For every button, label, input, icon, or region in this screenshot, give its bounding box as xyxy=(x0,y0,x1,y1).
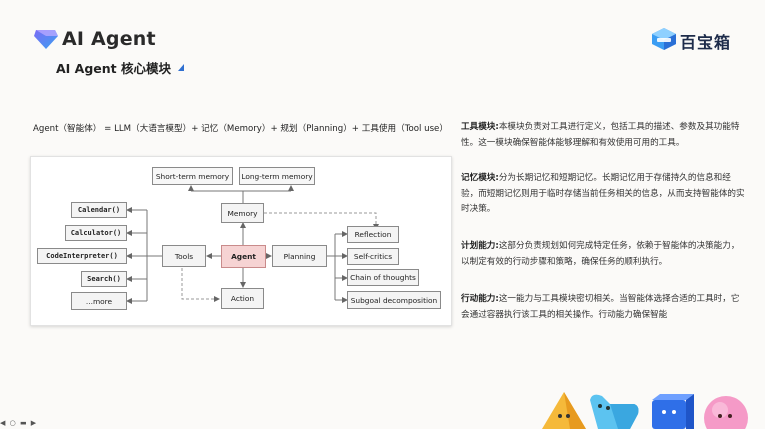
playback-controls[interactable]: ◀ ○ ▬ ▶ xyxy=(0,419,38,427)
section-heading: 记忆模块: xyxy=(461,173,499,183)
agent-architecture-diagram: Short-term memory Long-term memory Memor… xyxy=(30,156,452,326)
section-text: 这一能力与工具模块密切相关。当智能体选择合适的工具时，它会通过容器执行该工具的相… xyxy=(461,294,740,320)
section-text: 分为长期记忆和短期记忆。长期记忆用于存储持久的信息和经验，而短期记忆则用于临时存… xyxy=(461,173,745,214)
section-heading: 工具模块: xyxy=(461,122,499,132)
section-planning: 计划能力:这部分负责规划如何完成特定任务，依赖于智能体的决策能力，以制定有效的行… xyxy=(461,239,745,270)
section-text: 这部分负责规划如何完成特定任务，依赖于智能体的决策能力，以制定有效的行动步骤和策… xyxy=(461,241,740,267)
agent-formula: Agent（智能体） = LLM（大语言模型）+ 记忆（Memory）+ 规划（… xyxy=(33,124,448,134)
tool-codeinterpreter-box: CodeInterpreter() xyxy=(37,248,127,264)
self-critics-box: Self-critics xyxy=(347,248,399,265)
page-subtitle: AI Agent 核心模块 xyxy=(56,61,172,76)
section-action: 行动能力:这一能力与工具模块密切相关。当智能体选择合适的工具时，它会通过容器执行… xyxy=(461,292,745,323)
section-text: 本模块负责对工具进行定义，包括工具的描述、参数及其功能特性。这一模块确保智能体能… xyxy=(461,122,740,148)
diagram-connectors xyxy=(126,185,379,304)
section-memory: 记忆模块:分为长期记忆和短期记忆。长期记忆用于存储持久的信息和经验，而短期记忆则… xyxy=(461,171,745,218)
subgoal-decomposition-box: Subgoal decomposition xyxy=(347,291,441,309)
short-term-memory-box: Short-term memory xyxy=(152,167,233,185)
baibaoxiang-logo-icon xyxy=(652,28,676,50)
tools-box: Tools xyxy=(162,245,206,267)
section-heading: 计划能力: xyxy=(461,241,499,251)
tool-calculator-box: Calculator() xyxy=(65,225,127,241)
planning-box: Planning xyxy=(272,245,327,267)
memory-box: Memory xyxy=(221,203,264,223)
cube-mascot-icon xyxy=(652,394,694,429)
ai-agent-logo-icon xyxy=(34,30,58,49)
section-heading: 行动能力: xyxy=(461,294,499,304)
tool-search-box: Search() xyxy=(81,271,127,287)
section-tools: 工具模块:本模块负责对工具进行定义，包括工具的描述、参数及其功能特性。这一模块确… xyxy=(461,120,745,151)
tool-more-box: ...more xyxy=(71,292,127,310)
l-shape-mascot-icon xyxy=(590,394,639,429)
subtitle-marker-icon xyxy=(178,64,184,71)
reflection-box: Reflection xyxy=(347,226,399,243)
agent-box: Agent xyxy=(221,245,266,268)
long-term-memory-box: Long-term memory xyxy=(239,167,315,185)
chain-of-thoughts-box: Chain of thoughts xyxy=(347,269,419,286)
triangle-mascot-icon xyxy=(542,392,586,429)
page-title: AI Agent xyxy=(62,28,156,50)
sphere-mascot-icon xyxy=(704,396,748,429)
brand-name: 百宝箱 xyxy=(680,33,732,52)
decorative-shapes xyxy=(542,392,748,429)
action-box: Action xyxy=(221,288,264,309)
tool-calendar-box: Calendar() xyxy=(71,202,127,218)
